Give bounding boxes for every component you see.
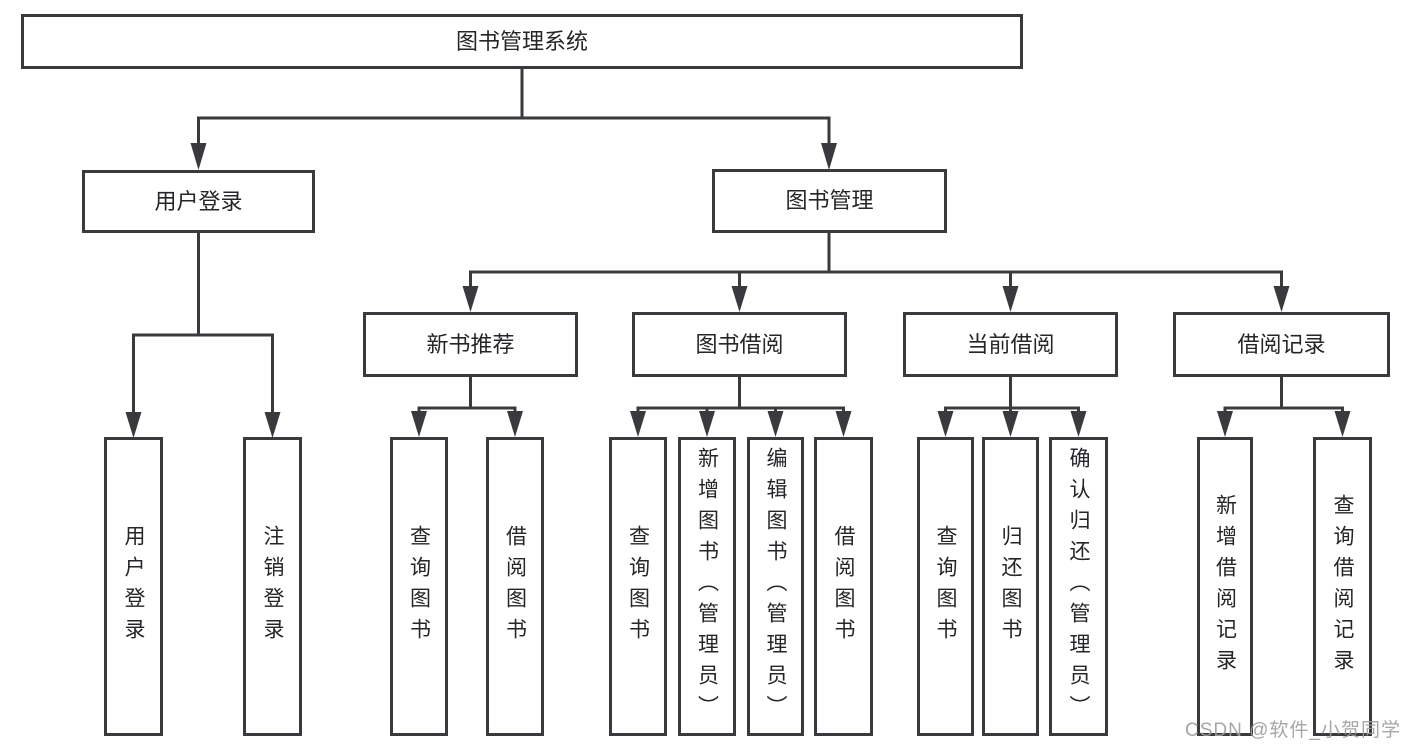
edge-root-to-level2 — [190, 69, 837, 170]
leaf-add-books-admin: 新增图书（管理员） — [678, 437, 736, 736]
edge-current-to-leaves — [937, 377, 1087, 437]
node-label: 借阅图书 — [832, 524, 855, 649]
node-label: 图书管理系统 — [455, 28, 588, 54]
node-label: 用户登录 — [154, 188, 243, 214]
edge-new-book-to-leaves — [411, 377, 523, 437]
node-library-management-system: 图书管理系统 — [21, 14, 1023, 69]
edge-records-to-leaves — [1217, 377, 1351, 437]
leaf-query-books-borrowing: 查询图书 — [609, 437, 667, 736]
node-label: 图书管理 — [785, 188, 874, 213]
node-label: 查询图书 — [934, 524, 957, 649]
node-label: 确认归还（管理员） — [1067, 447, 1090, 726]
node-label: 查询图书 — [407, 524, 431, 649]
node-new-book-recommend: 新书推荐 — [363, 312, 578, 377]
leaf-query-borrow-record: 查询借阅记录 — [1313, 437, 1372, 736]
leaf-edit-books-admin: 编辑图书（管理员） — [747, 437, 804, 736]
node-label: 注销登录 — [261, 524, 284, 649]
node-current-borrowing: 当前借阅 — [903, 312, 1118, 377]
csdn-watermark: CSDN @软件_小贺同学 — [1185, 720, 1401, 741]
node-label: 图书借阅 — [695, 331, 784, 357]
node-label: 归还图书 — [999, 524, 1022, 649]
leaf-return-books: 归还图书 — [982, 437, 1039, 736]
leaf-user-login: 用户登录 — [104, 437, 163, 736]
node-label: 新增图书（管理员） — [695, 447, 719, 726]
node-label: 用户登录 — [122, 524, 145, 649]
node-label: 当前借阅 — [966, 331, 1055, 357]
node-book-management: 图书管理 — [712, 169, 947, 233]
node-label: 新增借阅记录 — [1213, 493, 1237, 680]
node-label: 编辑图书（管理员） — [764, 447, 787, 726]
node-label: 借阅记录 — [1237, 331, 1326, 357]
node-book-borrowing: 图书借阅 — [632, 312, 847, 377]
node-label: 借阅图书 — [503, 524, 527, 649]
leaf-borrow-books-recommend: 借阅图书 — [486, 437, 544, 736]
node-borrowing-records: 借阅记录 — [1173, 312, 1390, 377]
node-label: 查询借阅记录 — [1331, 493, 1354, 680]
node-label: 查询图书 — [626, 524, 650, 649]
node-user-login: 用户登录 — [82, 170, 315, 233]
edge-book-mgmt-to-level3 — [462, 233, 1290, 312]
edge-user-login-to-leaves — [125, 233, 281, 438]
leaf-query-books-recommend: 查询图书 — [390, 437, 448, 736]
node-label: 新书推荐 — [426, 331, 515, 357]
edge-borrowing-to-leaves — [630, 377, 852, 437]
leaf-confirm-return-admin: 确认归还（管理员） — [1049, 437, 1108, 736]
leaf-borrow-books-borrowing: 借阅图书 — [814, 437, 873, 736]
leaf-logout: 注销登录 — [243, 437, 302, 736]
leaf-add-borrow-record: 新增借阅记录 — [1197, 437, 1253, 736]
leaf-query-books-current: 查询图书 — [917, 437, 974, 736]
